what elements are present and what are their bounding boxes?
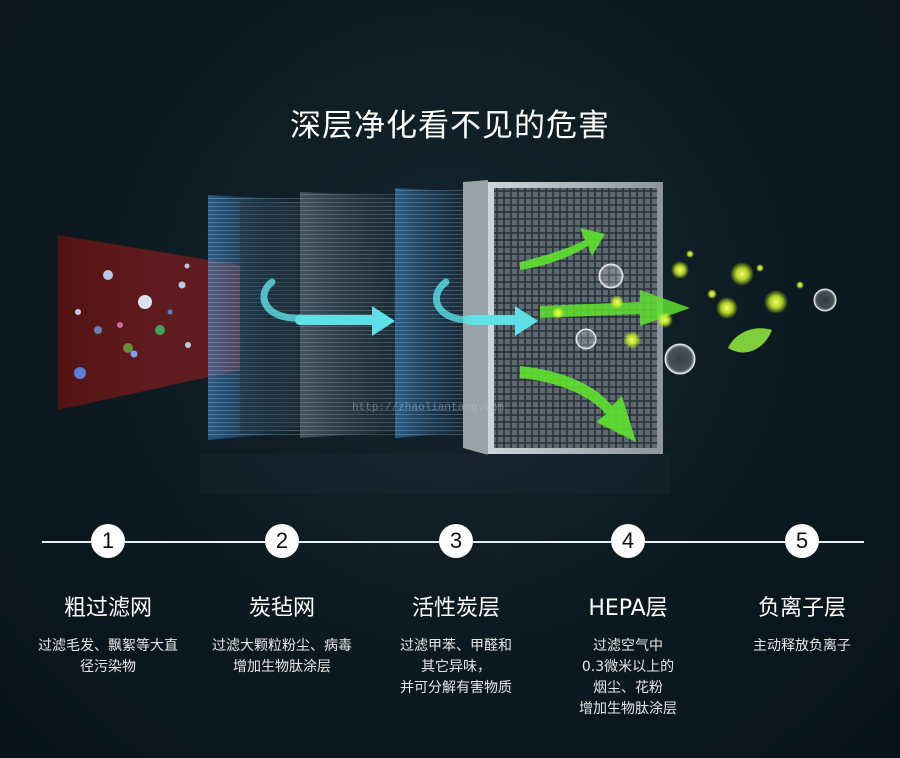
layer-description: 过滤大颗粒粉尘、病毒 增加生物肽涂层 bbox=[192, 636, 372, 678]
desc-line: 并可分解有害物质 bbox=[400, 680, 512, 696]
layer-name: 炭毡网 bbox=[248, 596, 315, 621]
layer-description: 过滤毛发、飘絮等大直 径污染物 bbox=[18, 636, 198, 678]
filter-illustration: http://zhaoliantang.com bbox=[0, 170, 900, 500]
layer-description: 主动释放负离子 bbox=[712, 636, 892, 657]
desc-line: 过滤毛发、飘絮等大直 bbox=[38, 638, 178, 654]
layer-column-1: 粗过滤网 过滤毛发、飘絮等大直 径污染物 bbox=[18, 590, 198, 678]
carbon-filter-panel bbox=[395, 188, 470, 438]
layer-description: 过滤甲苯、甲醛和 其它异味， 并可分解有害物质 bbox=[366, 636, 546, 699]
layer-column-5: 负离子层 主动释放负离子 bbox=[712, 590, 892, 657]
desc-line: 径污染物 bbox=[80, 659, 136, 675]
watermark-text: http://zhaoliantang.com bbox=[352, 402, 504, 414]
step-number-1: 1 bbox=[91, 524, 125, 558]
step-number-3: 3 bbox=[439, 524, 473, 558]
leaf-icon bbox=[728, 328, 772, 353]
desc-line: 过滤大颗粒粉尘、病毒 bbox=[212, 638, 352, 654]
airflow-arrows-teal bbox=[260, 278, 538, 336]
desc-line: 其它异味， bbox=[421, 659, 491, 675]
polluted-air-beam bbox=[58, 235, 240, 410]
coarse-filter-panel bbox=[208, 195, 300, 440]
page-title: 深层净化看不见的危害 bbox=[290, 108, 610, 144]
layer-column-3: 活性炭层 过滤甲苯、甲醛和 其它异味， 并可分解有害物质 bbox=[366, 590, 546, 699]
layer-name: 负离子层 bbox=[757, 596, 846, 621]
desc-line: 0.3微米以上的 bbox=[581, 659, 675, 675]
desc-line: 烟尘、花粉 bbox=[593, 680, 663, 696]
step-number-4: 4 bbox=[611, 524, 645, 558]
layer-name: HEPA层 bbox=[588, 596, 668, 621]
desc-line: 过滤甲苯、甲醛和 bbox=[400, 638, 512, 654]
step-number-2: 2 bbox=[265, 524, 299, 558]
clean-air-particles bbox=[552, 250, 804, 349]
desc-line: 增加生物肽涂层 bbox=[233, 659, 331, 675]
desc-line: 增加生物肽涂层 bbox=[579, 701, 677, 717]
step-number-5: 5 bbox=[785, 524, 819, 558]
layer-column-2: 炭毡网 过滤大颗粒粉尘、病毒 增加生物肽涂层 bbox=[192, 590, 372, 678]
desc-line: 主动释放负离子 bbox=[753, 638, 851, 654]
pollutant-particles bbox=[74, 263, 191, 379]
ion-bubbles bbox=[575, 263, 837, 375]
desc-line: 过滤空气中 bbox=[593, 638, 663, 654]
layer-column-4: HEPA层 过滤空气中 0.3微米以上的 烟尘、花粉 增加生物肽涂层 bbox=[538, 590, 718, 720]
layer-description: 过滤空气中 0.3微米以上的 烟尘、花粉 增加生物肽涂层 bbox=[538, 636, 718, 720]
layer-name: 粗过滤网 bbox=[63, 596, 152, 621]
layer-name: 活性炭层 bbox=[411, 596, 500, 621]
